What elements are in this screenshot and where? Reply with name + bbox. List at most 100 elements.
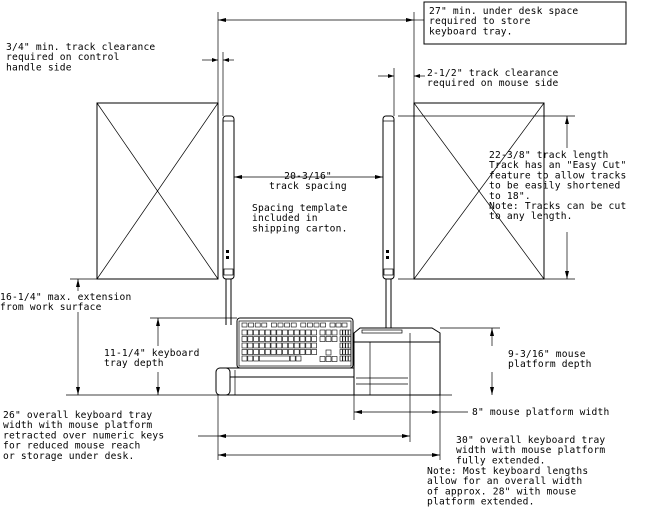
text-line: platform extended. [427,497,535,508]
keyboard-key [348,342,352,349]
keyboard-key [241,342,248,349]
keyboard-key [270,336,277,342]
keyboard-key [348,355,352,362]
text-line: 20-3/16" [284,171,332,182]
text-line: 27" min. under desk space [429,6,578,17]
text-line: allow for an overall width [427,476,582,487]
keyboard-key [241,336,248,342]
keyboard-key [241,349,248,355]
keyboard-key [293,329,300,336]
text-line: 26" overall keyboard tray [3,410,152,421]
keyboard-key [282,329,288,336]
text-line: Track has an "Easy Cut" [489,160,626,171]
keyboard-key [253,349,259,355]
keyboard-key [247,336,254,342]
keyboard-key [305,349,312,355]
keyboard-key [264,336,271,342]
keyboard-key [299,349,306,355]
keyboard-key [331,356,338,362]
under-desk-note-box [423,1,627,45]
keyboard-key [259,329,265,336]
keyboard-key [341,322,348,328]
keyboard-key [339,355,343,362]
keyboard-key [345,355,349,362]
keyboard-key [325,329,332,336]
keyboard-key [345,329,349,336]
keyboard-key [253,329,259,336]
keyboard-tray-assembly [215,317,441,396]
text-line: 3/4" min. track clearance [6,42,155,53]
keyboard-key [270,342,277,349]
keyboard-key [305,336,312,342]
keyboard-key [253,355,259,362]
text-line: 9-3/16" mouse [508,349,586,360]
text-line: to any length. [489,211,573,222]
text-line: feature to allow tracks [489,170,626,181]
text-line: Note: Most keyboard lengths [427,466,588,477]
text-line: required on control [6,52,120,63]
text-line: or storage under desk. [3,451,134,462]
keyboard-keys [241,322,352,362]
keyboard-key [259,336,265,342]
keyboard-key [299,342,306,349]
keyboard-key [264,329,271,336]
text-line: required on mouse side [427,78,558,89]
keyboard-key [241,355,248,362]
keyboard-key [319,356,326,362]
text-line: handle side [6,62,72,73]
keyboard-key [270,349,277,355]
text-line: 16-1/4" max. extension [0,292,131,303]
keyboard-key [320,322,326,328]
keyboard-key [342,342,346,349]
text-line: to 18". [489,191,531,202]
keyboard-key [345,342,349,349]
keyboard-key [331,336,338,342]
keyboard-key [348,349,352,355]
keyboard-key [345,336,349,342]
left-desk-pedestal [96,102,219,280]
keyboard-key [305,329,312,336]
keyboard-key [305,342,312,349]
keyboard-key [289,355,296,362]
track-spacing-label: 20-3/16"track spacing [269,171,347,192]
text-line: to be easily shortened [489,181,620,192]
keyboard-key [293,342,300,349]
right-track [382,115,395,330]
keyboard-key [311,349,317,355]
text-line: from work surface [0,302,102,313]
keyboard-key [307,322,313,328]
text-line: included in [252,213,318,224]
text-line: 2-1/2" track clearance [427,68,558,79]
text-line: 22-3/8" track length [489,150,609,161]
text-line: width with mouse platform [456,445,605,456]
keyboard-key [345,349,349,355]
keyboard-key [325,356,332,362]
keyboard-key [247,329,254,336]
keyboard-key [241,322,248,328]
keyboard-key [261,322,268,328]
keyboard-key [253,342,259,349]
keyboard-key [259,355,290,362]
text-line: fully extended. [456,455,546,466]
keyboard-key [276,329,283,336]
keyboard-key [282,336,288,342]
keyboard-key [293,336,300,342]
keyboard-key [288,342,294,349]
keyboard-key [311,336,317,342]
keyboard-key [295,355,302,362]
text-line: 30" overall keyboard tray [456,435,605,446]
keyboard-key [288,336,294,342]
text-line: retracted over numeric keys [3,430,164,441]
keyboard-key [241,329,248,336]
keyboard-key [288,329,294,336]
keyboard-key [348,329,352,336]
keyboard-key [284,322,290,328]
